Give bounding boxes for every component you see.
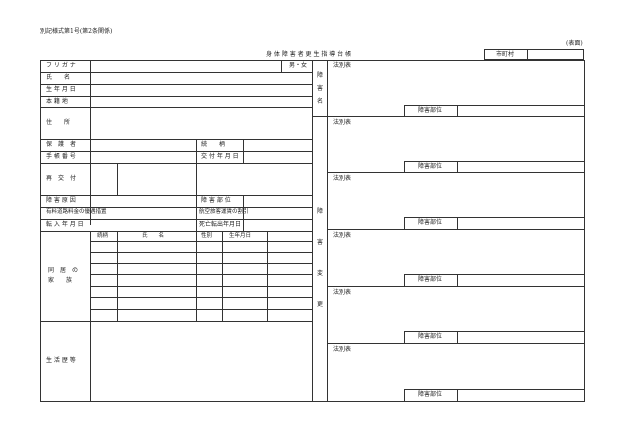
name-label: 氏 名 bbox=[46, 74, 71, 81]
furigana-label: フ リ ガ ナ bbox=[46, 62, 76, 69]
toll-discount-label: 有料道路料金の優遇措置 bbox=[46, 209, 107, 215]
municipality-label: 市町村 bbox=[496, 51, 515, 58]
disability-name-char-3: 名 bbox=[317, 98, 324, 105]
block-5-table-label: 法別表 bbox=[333, 289, 352, 296]
block-1-table-label: 法別表 bbox=[333, 62, 352, 69]
form-number: 別記様式第1号(第2条関係) bbox=[40, 28, 113, 35]
block-6-table-label: 法別表 bbox=[333, 346, 352, 353]
issue-date-label: 交 付 年 月 日 bbox=[201, 153, 239, 160]
block-5-part-label: 障害部位 bbox=[418, 333, 443, 340]
disability-change-char-3: 変 bbox=[317, 270, 324, 277]
block-6-part-label: 障害部位 bbox=[418, 391, 443, 398]
side-label: (表面) bbox=[566, 40, 583, 47]
household-header-relationship: 続柄 bbox=[97, 233, 109, 239]
block-2-part-label: 障害部位 bbox=[418, 163, 443, 170]
block-4-part-label: 障害部位 bbox=[418, 276, 443, 283]
birthdate-label: 生 年 月 日 bbox=[46, 86, 76, 93]
household-label-2: 家 族 bbox=[48, 277, 73, 284]
block-3-part-label: 障害部位 bbox=[418, 219, 443, 226]
domicile-label: 本 籍 地 bbox=[46, 98, 68, 105]
move-in-date-label: 転 入 年 月 日 bbox=[46, 221, 84, 228]
household-header-name: 氏 名 bbox=[142, 233, 165, 239]
block-3-table-label: 法別表 bbox=[333, 175, 352, 182]
notebook-number-label: 手 帳 番 号 bbox=[46, 153, 76, 160]
block-1-part-label: 障害部位 bbox=[418, 107, 443, 114]
household-header-birthdate: 生年月日 bbox=[229, 233, 252, 239]
disability-name-char-1: 障 bbox=[317, 72, 324, 79]
household-label-1: 同 居 の bbox=[48, 267, 79, 274]
disability-part-label: 障 害 部 位 bbox=[201, 197, 231, 204]
page-title: 身 体 障 害 者 更 生 指 導 台 帳 bbox=[266, 51, 352, 58]
block-4-table-label: 法別表 bbox=[333, 232, 352, 239]
relationship-label: 続 柄 bbox=[201, 141, 226, 148]
disability-change-char-2: 害 bbox=[317, 239, 324, 246]
reissue-label: 再 交 付 bbox=[46, 175, 77, 182]
guardian-label: 保 護 者 bbox=[46, 141, 77, 148]
disability-name-char-2: 害 bbox=[317, 85, 324, 92]
block-2-table-label: 法別表 bbox=[333, 119, 352, 126]
disability-change-char-1: 障 bbox=[317, 208, 324, 215]
gender-label: 男・女 bbox=[289, 62, 308, 69]
life-history-label: 生 活 歴 等 bbox=[46, 357, 76, 364]
household-header-gender: 性別 bbox=[201, 233, 213, 239]
airfare-discount-label: 航空旅客運賃の割引 bbox=[199, 209, 249, 215]
disability-cause-label: 障 害 原 因 bbox=[46, 197, 76, 204]
death-move-out-date-label: 死亡転出年月日 bbox=[199, 221, 242, 228]
disability-change-char-4: 更 bbox=[317, 301, 324, 308]
address-label: 住 所 bbox=[46, 119, 71, 126]
